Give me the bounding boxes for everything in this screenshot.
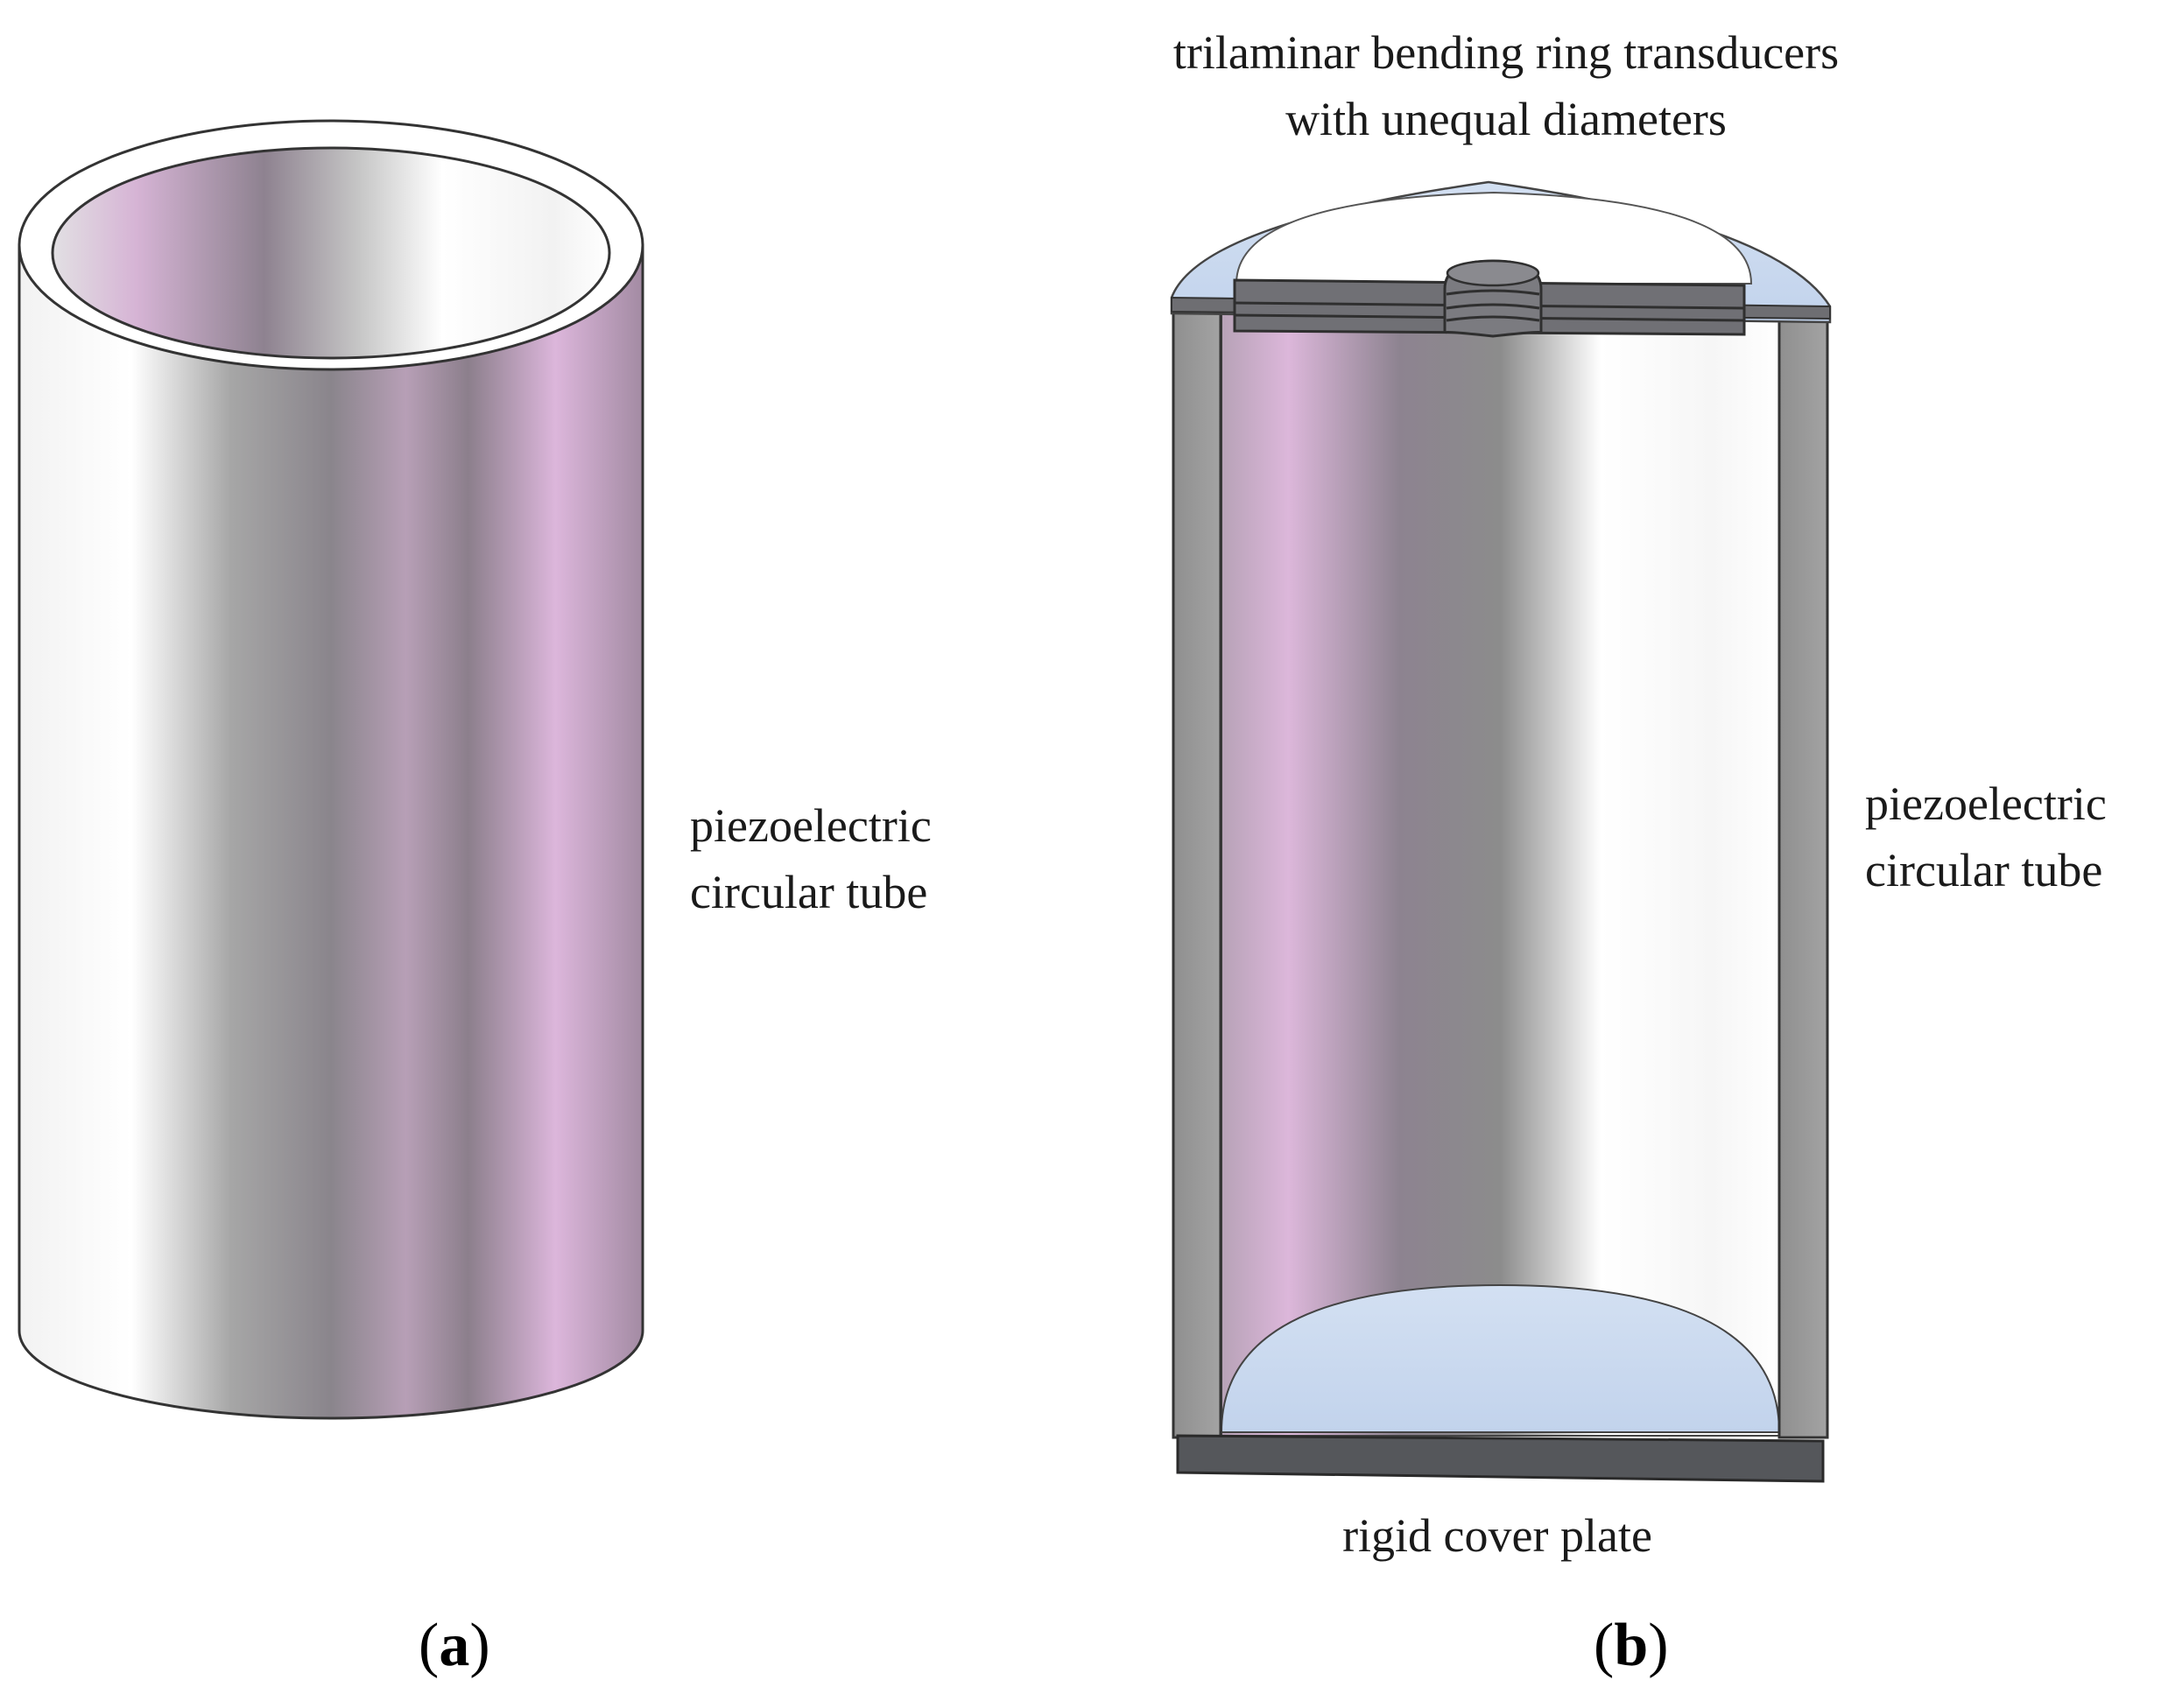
caption-close-a: ): [469, 1612, 490, 1679]
transducer-label-line1: trilaminar bending ring transducers: [1172, 26, 1840, 79]
tube-label-panel-b: piezoelectric circular tube: [1865, 770, 2107, 903]
caption-open-a: (: [419, 1612, 440, 1679]
tube-label-line1: piezoelectric: [690, 799, 932, 852]
caption-close-b: ): [1648, 1612, 1669, 1679]
caption-panel-a: (a): [419, 1611, 490, 1681]
tube-wall-left: [1172, 306, 1222, 1439]
tube-label-line1-b: piezoelectric: [1865, 777, 2107, 830]
tube-inner-surface-b: [1221, 306, 1780, 1437]
transducer-label: trilaminar bending ring transducers with…: [1086, 19, 1926, 152]
outer-tube-panel-a: [18, 119, 644, 1420]
tube-inner-surface: [51, 146, 611, 360]
tube-label-line2-b: circular tube: [1865, 844, 2103, 896]
small-ring-top: [1446, 259, 1540, 287]
cutaway-transducer-panel-b: [1170, 180, 1832, 1483]
tube-label-line2: circular tube: [690, 866, 928, 918]
tube-wall-right: [1777, 306, 1829, 1439]
top-cap-inner: [1235, 191, 1753, 285]
tube-label-panel-a: piezoelectric circular tube: [690, 792, 932, 925]
plate-label: rigid cover plate: [1342, 1509, 1652, 1562]
ring-layer-line: [1446, 315, 1540, 322]
ring-layer-line: [1446, 289, 1540, 296]
caption-letter-b: b: [1614, 1612, 1649, 1679]
caption-letter-a: a: [439, 1612, 470, 1679]
ring-layer-line: [1446, 303, 1540, 310]
bottom-cap: [1220, 1283, 1781, 1433]
caption-panel-b: (b): [1594, 1611, 1669, 1681]
rigid-cover-plate: [1176, 1434, 1825, 1483]
caption-open-b: (: [1594, 1612, 1615, 1679]
transducer-label-line2: with unequal diameters: [1285, 93, 1727, 145]
trilaminar-ring-transducers: [1233, 259, 1746, 338]
tube-outer-surface: [18, 243, 644, 1420]
